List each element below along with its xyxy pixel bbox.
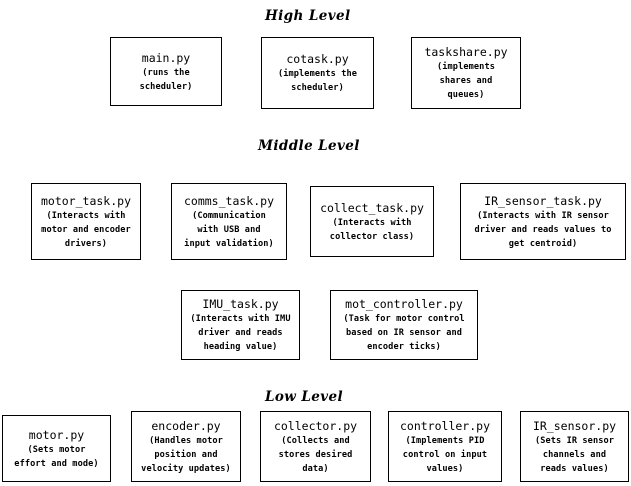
module-title: main.py [141,50,191,65]
module-title: motor.py [28,427,85,442]
module-description: (Sets IR sensor channels and reads value… [534,435,615,474]
module-box: motor_task.py (Interacts with motor and e… [31,183,141,260]
module-title: IMU_task.py [202,297,279,311]
level-heading-3: Low Level [265,389,344,405]
module-box: main.py (runs the scheduler) [110,37,222,106]
module-title: IR_sensor_task.py [484,193,602,208]
module-box: controller.py (Implements PID control on … [388,411,502,482]
level-heading-2: Middle Level [258,138,360,154]
module-box: collect_task.py (Interacts with collector… [310,186,434,257]
module-title: mot_controller.py [345,297,463,311]
module-title: motor_task.py [40,193,131,208]
module-description: (implements the scheduler) [277,69,358,93]
module-box: comms_task.py (Communication with USB and… [171,183,287,260]
module-title: comms_task.py [183,193,274,208]
module-title: cotask.py [286,52,349,66]
module-box: cotask.py (implements the scheduler) [261,37,374,109]
module-description: (Implements PID control on input values) [402,435,488,474]
module-title: controller.py [399,418,490,433]
module-box: collector.py (Collects and stores desired… [260,411,371,482]
module-box: IR_sensor.py (Sets IR sensor channels and… [520,411,629,482]
level-heading-1: High Level [265,8,351,24]
module-description: (Task for motor control based on IR sens… [343,314,465,352]
module-description: (Interacts with collector class) [329,217,415,242]
module-description: (Interacts with motor and encoder driver… [41,210,131,249]
module-description: (implements shares and queues) [436,62,495,100]
module-description: (Collects and stores desired data) [278,435,353,474]
module-description: (Handles motor position and velocity upd… [141,435,231,474]
module-box: IMU_task.py (Interacts with IMU driver an… [181,290,300,360]
module-description: (Sets motor effort and mode) [14,444,99,469]
module-box: IR_sensor_task.py (Interacts with IR sens… [460,183,626,260]
module-title: IR_sensor.py [532,418,617,433]
module-title: collect_task.py [320,200,424,215]
module-box: motor.py (Sets motor effort and mode) [2,415,111,482]
module-box: encoder.py (Handles motor position and ve… [131,411,241,482]
module-box: taskshare.py (implements shares and queue… [411,37,521,109]
module-description: (runs the scheduler) [139,67,193,92]
module-title: taskshare.py [424,45,508,59]
module-box: mot_controller.py (Task for motor control… [330,290,478,360]
module-description: (Interacts with IMU driver and reads hea… [190,314,291,352]
module-title: collector.py [273,418,358,433]
module-title: encoder.py [151,418,221,433]
module-description: (Communication with USB and input valida… [184,210,274,249]
module-description: (Interacts with IR sensor driver and rea… [474,210,612,249]
